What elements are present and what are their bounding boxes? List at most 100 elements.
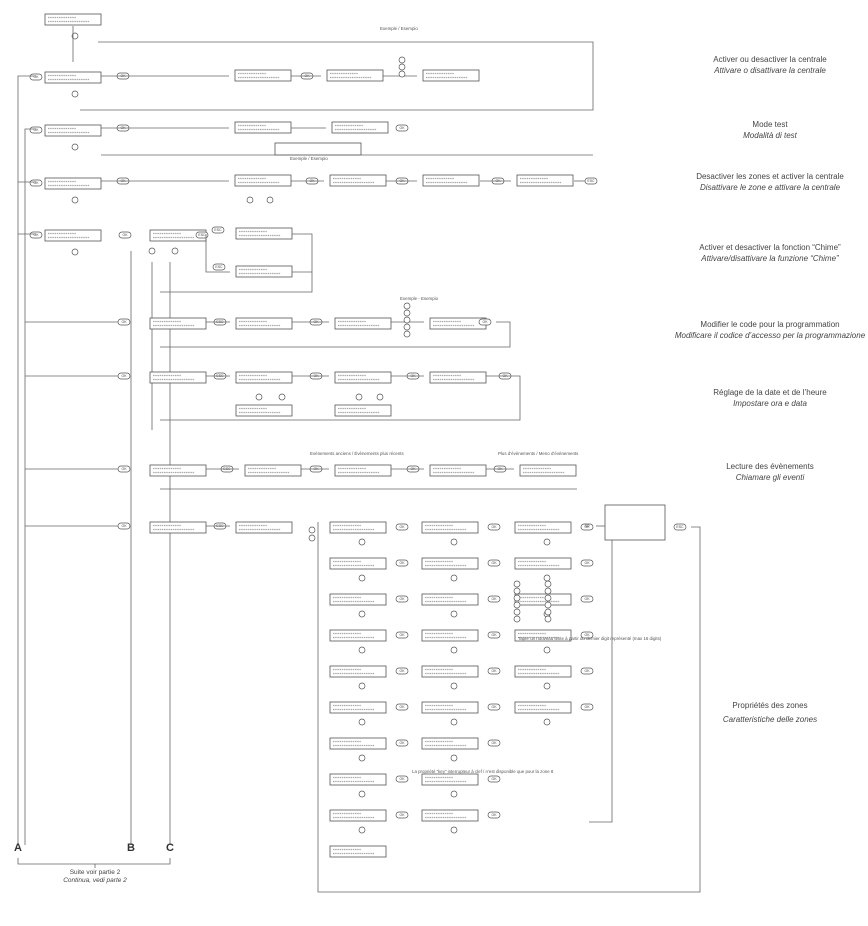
connector-path [160, 375, 521, 421]
nav-button-symbol [544, 608, 552, 616]
keypad-button-symbol [395, 124, 409, 132]
keypad-button-symbol [487, 523, 501, 531]
lcd-display-box [421, 773, 479, 786]
nav-button-symbol [543, 718, 551, 726]
nav-button-symbol [513, 608, 521, 616]
nav-button-symbol [358, 538, 366, 546]
nav-button-symbol [450, 646, 458, 654]
lcd-display-box [44, 124, 102, 137]
connector-path [205, 234, 230, 273]
nav-button-symbol [398, 63, 406, 71]
nav-button-symbol [450, 718, 458, 726]
lcd-display-box [421, 629, 479, 642]
keypad-button-label: OK [584, 597, 590, 601]
lcd-display-box [44, 13, 102, 26]
nav-button-symbol [403, 316, 411, 324]
nav-button-symbol [398, 56, 406, 64]
lcd-display-box [234, 69, 292, 82]
nav-button-symbol [255, 393, 263, 401]
nav-button-symbol [71, 248, 79, 256]
nav-button-symbol [358, 718, 366, 726]
nav-button-symbol [358, 574, 366, 582]
nav-button-symbol [544, 601, 552, 609]
connector-path [317, 522, 701, 893]
nav-button-symbol [71, 90, 79, 98]
keypad-button-label: OK [33, 75, 39, 79]
keypad-button-symbol [395, 559, 409, 567]
keypad-button-label: OK [584, 561, 590, 565]
keypad-button-label: OK [491, 597, 497, 601]
keypad-button-label: OK [399, 813, 405, 817]
nav-button-symbol [171, 247, 179, 255]
keypad-button-symbol [487, 631, 501, 639]
keypad-button-symbol [487, 703, 501, 711]
lcd-display-box [519, 464, 577, 477]
nav-button-symbol [513, 587, 521, 595]
keypad-button-symbol [487, 595, 501, 603]
lcd-display-box [244, 464, 302, 477]
keypad-button-symbol [487, 775, 501, 783]
keypad-button-label: OK [399, 126, 405, 130]
keypad-button-symbol [580, 631, 594, 639]
lcd-display-box [149, 464, 207, 477]
keypad-button-label: OK [121, 320, 127, 324]
lcd-display-box [514, 521, 572, 534]
keypad-button-label: OK [491, 741, 497, 745]
keypad-button-symbol [580, 559, 594, 567]
nav-button-symbol [543, 574, 551, 582]
lcd-display-box [514, 557, 572, 570]
keypad-button-label: OK [491, 705, 497, 709]
lcd-display-box [149, 371, 207, 384]
keypad-button-symbol [487, 667, 501, 675]
keypad-button-label: OK [399, 705, 405, 709]
nav-button-symbol [450, 610, 458, 618]
nav-button-symbol [358, 682, 366, 690]
lcd-display-box [329, 593, 387, 606]
nav-button-symbol [358, 754, 366, 762]
nav-button-symbol [71, 196, 79, 204]
nav-button-symbol [450, 574, 458, 582]
lcd-display-box [514, 629, 572, 642]
lcd-display-box [329, 629, 387, 642]
lcd-display-box [516, 174, 574, 187]
lcd-display-box [326, 69, 384, 82]
keypad-button-label: OK [122, 233, 128, 237]
keypad-button-symbol [395, 739, 409, 747]
nav-button-symbol [71, 32, 79, 40]
lcd-display-box [329, 809, 387, 822]
keypad-button-symbol [395, 667, 409, 675]
nav-button-symbol [358, 790, 366, 798]
lcd-display-box [421, 557, 479, 570]
keypad-button-symbol [395, 811, 409, 819]
nav-button-symbol [450, 754, 458, 762]
connector-path [17, 858, 171, 868]
lcd-display-box [421, 809, 479, 822]
lcd-display-box [429, 464, 487, 477]
lcd-display-box [422, 174, 480, 187]
lcd-display-box [421, 701, 479, 714]
keypad-button-label: OK [584, 633, 590, 637]
keypad-button-symbol [29, 73, 43, 81]
keypad-button-label: OK [399, 669, 405, 673]
lcd-display-box [329, 701, 387, 714]
keypad-button-symbol [29, 179, 43, 187]
lcd-display-box [235, 265, 293, 278]
nav-button-symbol [403, 309, 411, 317]
nav-button-symbol [308, 526, 316, 534]
keypad-button-label: OK [491, 561, 497, 565]
keypad-button-label: OK [491, 525, 497, 529]
nav-button-symbol [403, 302, 411, 310]
nav-button-symbol [513, 594, 521, 602]
nav-button-symbol [266, 196, 274, 204]
nav-button-symbol [148, 247, 156, 255]
keypad-button-label: OK [491, 669, 497, 673]
keypad-button-label: ESC [198, 233, 206, 237]
keypad-button-symbol [487, 739, 501, 747]
lcd-display-box [149, 521, 207, 534]
so-button-label: SO [584, 524, 589, 528]
next-zone-note-box [604, 504, 666, 541]
lcd-display-box [514, 701, 572, 714]
warning-box [274, 142, 362, 156]
nav-button-symbol [308, 534, 316, 542]
